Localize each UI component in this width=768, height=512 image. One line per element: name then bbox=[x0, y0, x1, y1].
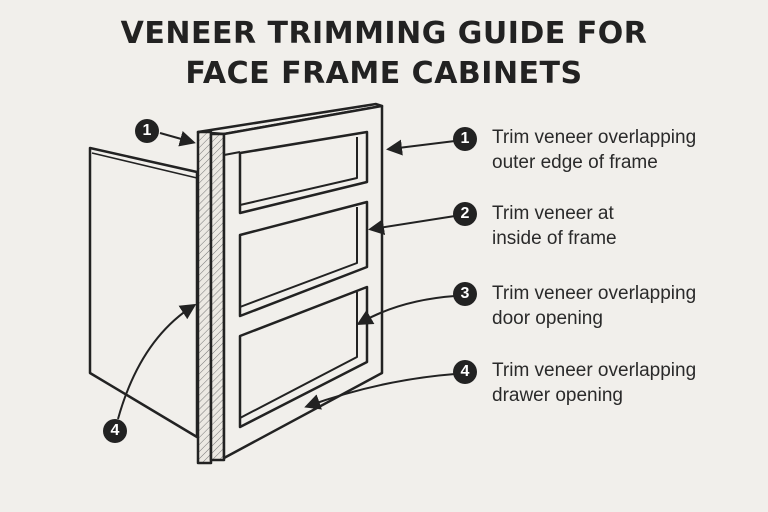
callout-2-line-2: inside of frame bbox=[492, 228, 617, 249]
arrow-3 bbox=[356, 295, 456, 325]
callout-badge-1: 1 bbox=[453, 127, 477, 151]
callout-label-3: Trim veneer overlapping door opening bbox=[492, 281, 696, 331]
callout-4-line-1: Trim veneer overlapping bbox=[492, 360, 697, 381]
callout-badge-2: 2 bbox=[453, 202, 477, 226]
arrow-left-1 bbox=[159, 131, 196, 147]
arrow-left-4 bbox=[117, 303, 197, 420]
callout-badge-4: 4 bbox=[453, 360, 477, 384]
callout-label-1: Trim veneer overlapping outer edge of fr… bbox=[492, 125, 696, 175]
opening-1 bbox=[238, 130, 369, 215]
callout-2-line-1: Trim veneer at bbox=[492, 203, 614, 224]
callout-1-line-2: outer edge of frame bbox=[492, 152, 658, 173]
callout-badge-3: 3 bbox=[453, 282, 477, 306]
side-panel bbox=[88, 146, 199, 439]
callout-3-line-1: Trim veneer overlapping bbox=[492, 283, 697, 304]
callout-badge-left-4: 4 bbox=[103, 419, 127, 443]
title-line-1: VENEER TRIMMING GUIDE FOR bbox=[120, 16, 648, 51]
callout-3-line-2: door opening bbox=[492, 308, 603, 329]
callout-1-line-1: Trim veneer overlapping bbox=[492, 127, 697, 148]
callout-label-2: Trim veneer at inside of frame bbox=[492, 201, 617, 251]
arrow-1 bbox=[386, 139, 456, 156]
arrow-2 bbox=[368, 215, 456, 236]
veneer-edge bbox=[196, 130, 213, 465]
callout-label-4: Trim veneer overlapping drawer opening bbox=[492, 358, 696, 408]
callout-badge-left-1: 1 bbox=[135, 119, 159, 143]
callout-4-line-2: drawer opening bbox=[492, 385, 623, 406]
title-line-2: FACE FRAME CABINETS bbox=[185, 56, 583, 91]
arrow-4 bbox=[304, 373, 456, 410]
opening-2 bbox=[238, 200, 369, 318]
